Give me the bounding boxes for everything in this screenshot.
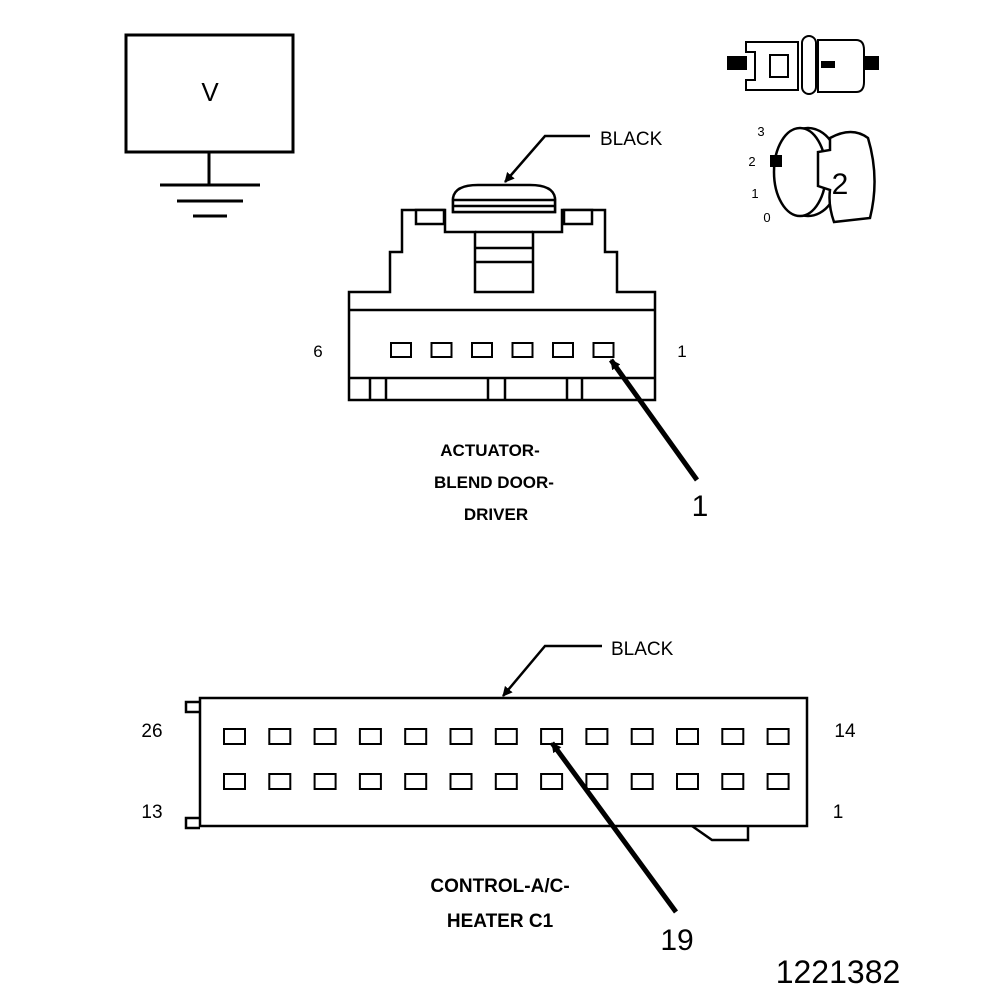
hvac-pin-callout-arrow: [549, 741, 679, 914]
hvac-pin-cavity: [630, 773, 654, 790]
actuator-pin-callout-arrow: [608, 358, 700, 482]
hvac-pin-cavity: [766, 773, 790, 790]
hvac-pin-cavity: [268, 773, 292, 790]
hvac-pin-cavity: [494, 773, 518, 790]
hvac-pin-top-right-label: 14: [834, 721, 856, 742]
actuator-connector-body: [347, 183, 657, 402]
actuator-pin-cavity: [471, 342, 493, 358]
actuator-pin-callout: 1: [692, 490, 709, 523]
hvac-pin-cavity: [494, 728, 518, 745]
hvac-pins: [223, 728, 790, 790]
hvac-pin-bottom-left-label: 13: [141, 802, 162, 823]
hvac-pin-cavity: [585, 773, 609, 790]
hvac-pin-cavity: [313, 773, 337, 790]
key-position-2: 2: [748, 154, 755, 169]
actuator-color-label: BLACK: [600, 129, 663, 150]
actuator-pin-cavity: [430, 342, 453, 358]
hvac-pin-callout: 19: [660, 924, 693, 957]
ground-icon: [160, 152, 260, 218]
hvac-pin-cavity: [585, 728, 609, 745]
key-position-0: 0: [763, 210, 770, 225]
hvac-pin-cavity: [268, 728, 292, 745]
key-position-3: 3: [757, 124, 764, 139]
hvac-pin-cavity: [766, 728, 790, 745]
hvac-connector-body: [184, 696, 809, 842]
hvac-pin-cavity: [449, 773, 473, 790]
hvac-pin-cavity: [540, 728, 564, 745]
hvac-name-line-1: CONTROL-A/C-: [430, 876, 569, 897]
hvac-control-connector: BLACK 26 14 13 1 19 CONTROL-A/C- HEATER …: [141, 639, 856, 957]
hvac-pin-cavity: [449, 728, 473, 745]
key-selected-position: 2: [832, 168, 849, 201]
hvac-pin-top-left-label: 26: [141, 721, 162, 742]
key-position-1: 1: [751, 186, 758, 201]
voltmeter-symbol: V: [124, 33, 295, 218]
actuator-connector: BLACK 6 1 1 ACTUATOR- BLEND DOOR: [313, 129, 708, 524]
hvac-pin-cavity: [540, 773, 564, 790]
actuator-color-leader: [504, 134, 590, 183]
actuator-pin-cavity: [552, 342, 574, 358]
actuator-pins: [390, 342, 615, 358]
hvac-pin-cavity: [721, 773, 745, 790]
actuator-name-line-1: ACTUATOR-: [440, 441, 539, 460]
actuator-pin-right-label: 1: [677, 342, 686, 361]
actuator-name-line-3: DRIVER: [464, 505, 528, 524]
hvac-pin-cavity: [404, 728, 428, 745]
hvac-pin-cavity: [313, 728, 337, 745]
hvac-pin-cavity: [404, 773, 428, 790]
connector-pair-icon: [727, 35, 879, 95]
hvac-pin-bottom-right-label: 1: [833, 802, 844, 823]
actuator-pin-cavity: [592, 342, 615, 358]
hvac-pin-cavity: [223, 773, 246, 790]
hvac-pin-cavity: [358, 728, 382, 745]
ignition-key-icon: 3 2 1 0 2: [748, 124, 876, 225]
hvac-pin-cavity: [676, 728, 699, 745]
hvac-pin-cavity: [358, 773, 382, 790]
hvac-color-leader: [502, 644, 602, 697]
actuator-pin-left-label: 6: [313, 342, 322, 361]
hvac-name-line-2: HEATER C1: [447, 911, 554, 932]
hvac-pin-cavity: [721, 728, 745, 745]
hvac-color-label: BLACK: [611, 639, 674, 660]
hvac-pin-cavity: [676, 773, 699, 790]
actuator-pin-cavity: [511, 342, 534, 358]
hvac-pin-cavity: [223, 728, 246, 745]
actuator-pin-cavity: [390, 342, 412, 358]
hvac-pin-cavity: [630, 728, 654, 745]
actuator-name-line-2: BLEND DOOR-: [434, 473, 554, 492]
figure-id: 1221382: [776, 954, 901, 990]
voltmeter-label: V: [201, 77, 219, 107]
voltmeter-box: [124, 33, 295, 154]
